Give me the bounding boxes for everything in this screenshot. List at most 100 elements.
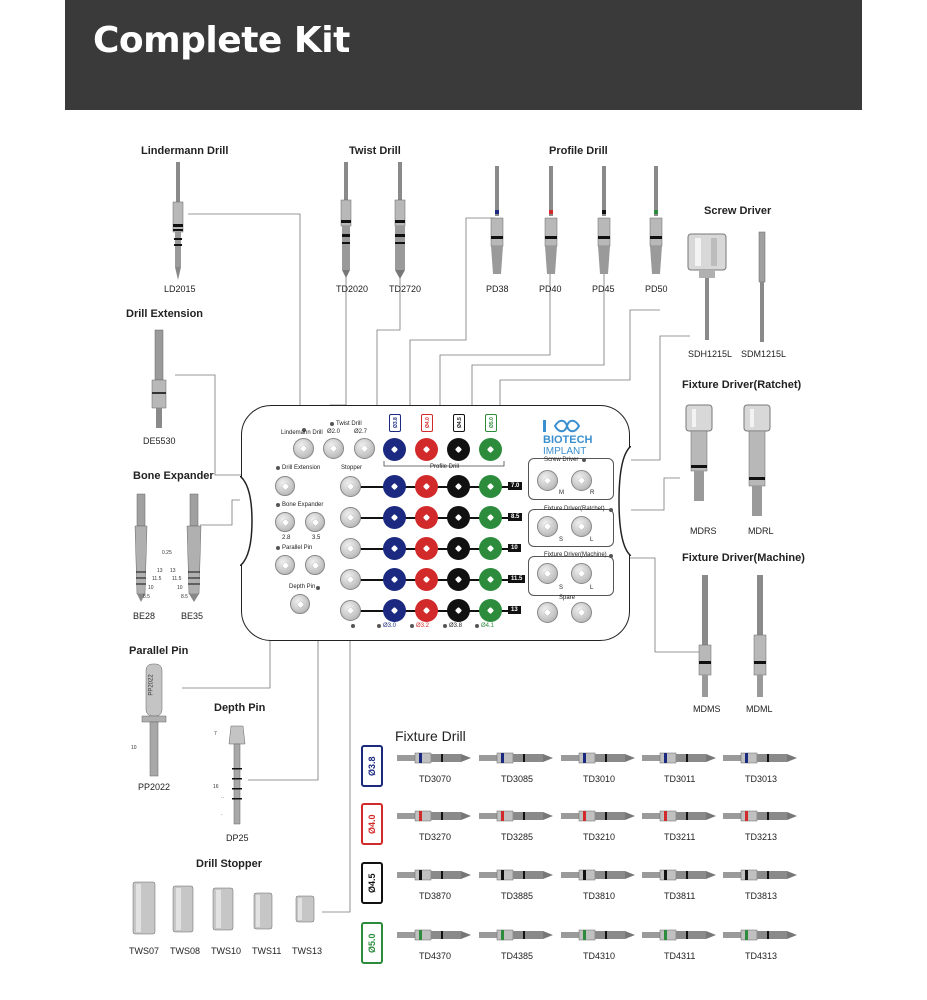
fixture-drill-illustration [397,752,471,764]
dot-stopper-bottom [351,624,355,628]
drill-stopper-tws07-illustration [132,881,156,935]
box-screw-driver [528,458,614,500]
tray-bottom-30: Ø3.0 [383,623,397,629]
code-mdms: MDMS [693,704,721,714]
drill-stopper-tws13-illustration [295,895,315,923]
fixture-driver-mdms-illustration [698,575,712,697]
fixture-drill-code: TD3010 [583,774,616,784]
slot-parallel-1 [275,555,295,575]
slot-drill-ext [275,476,295,496]
twist-drill-td2020-illustration [340,162,352,278]
tray-screw-r: R [590,490,595,496]
fixture-drill-code: TD4310 [583,951,616,961]
slot-drill-red [415,568,438,591]
tray-flag-40: Ø4.0 [421,414,433,432]
drill-stopper-tws11-illustration [253,892,273,930]
fixture-drill-illustration [723,810,797,822]
fixture-drill-illustration [561,810,635,822]
fixture-drill-illustration [479,810,553,822]
length-tag: 8.5 [508,513,523,521]
fixture-driver-mdml-illustration [753,575,767,697]
dot-depth [316,586,320,590]
slot-drill-blue [383,506,406,529]
fixture-driver-mdrl-illustration [743,404,771,516]
profile-drill-pd50-illustration [649,166,663,274]
fixture-drill-illustration [561,929,635,941]
tray-spare-label: Spare [559,595,576,601]
section-depth-pin-title: Depth Pin [214,702,266,714]
slot-bone-35 [305,512,325,532]
section-screw-driver-title: Screw Driver [704,205,772,217]
slot-machine-s [537,563,558,584]
length-tag: 11.5 [508,575,526,583]
code-ld2015: LD2015 [164,284,196,294]
slot-spare-1 [537,602,558,623]
dot-bottom-38 [377,624,381,628]
parallel-pin-illustration [141,663,167,777]
section-fixture-drill-title: Fixture Drill [395,728,466,744]
fixture-drill-code: TD3011 [664,774,696,784]
tray-flag-45: Ø4.5 [453,414,465,432]
code-tws08: TWS08 [170,946,201,956]
fixture-drill-code: TD3285 [501,832,534,842]
bone-dim-d: 8.5 [143,594,150,600]
dot-bottom-45 [443,624,447,628]
biotech-logo-icon [543,419,581,433]
tray-bone-exp-label: Bone Expander [282,502,324,508]
code-mdrs: MDRS [690,526,717,536]
fixture-drill-illustration [479,752,553,764]
fixture-drill-illustration [642,752,716,764]
fixture-drill-code: TD3213 [745,832,778,842]
code-pd40: PD40 [539,284,562,294]
slot-drill-green [479,568,502,591]
slot-profile-40 [415,438,438,461]
fixture-flag: Ø5.0 [361,922,383,964]
bone-dim-b: 11.5 [152,576,162,582]
screw-driver-sdm-illustration [758,231,766,342]
tray-bottom-32: Ø3.2 [416,623,430,629]
slot-drill-green [479,599,502,622]
slot-stopper [340,507,361,528]
length-tag: 13 [508,606,521,614]
connector-lindemann [188,213,301,428]
code-be28: BE28 [133,611,156,621]
bone-expander-be35-illustration [186,493,202,602]
depth-pin-dim-c: ·· [221,795,225,801]
slot-drill-red [415,537,438,560]
tray-ratchet-s: S [559,537,564,543]
fixture-drill-code: TD3070 [419,774,452,784]
slot-drill-green [479,537,502,560]
tray-machine-l: L [590,585,594,591]
tray-machine-label: Fixture Driver(Machine) [544,552,607,558]
fixture-drill-illustration [397,929,471,941]
tray-depth-label: Depth Pin [289,584,316,590]
fixture-drill-illustration [642,869,716,881]
tray-drill-ext-label: Drill Extension [282,465,321,471]
code-sdm1215l: SDM1215L [741,349,787,359]
slot-screw-m [537,470,558,491]
connector-stopper [322,625,351,913]
slot-screw-r [571,470,592,491]
slot-drill-black [447,506,470,529]
profile-drill-pd45-illustration [597,166,611,274]
slot-drill-black [447,599,470,622]
bone-dim-g: 10 [177,585,183,591]
code-tws10: TWS10 [211,946,242,956]
fixture-drill-illustration [479,869,553,881]
tray-profile-label: Profile Drill [430,464,460,470]
code-tws13: TWS13 [292,946,323,956]
fixture-flag: Ø3.8 [361,745,383,787]
dot-drill-ext [276,466,280,470]
slot-twist-20 [323,438,344,459]
dot-screw [582,458,586,462]
slot-drill-green [479,475,502,498]
dot-lindemann [302,428,306,432]
code-td2720: TD2720 [389,284,422,294]
section-drill-stopper-title: Drill Stopper [196,858,263,870]
fixture-drill-illustration [397,869,471,881]
fixture-drill-illustration [642,810,716,822]
slot-ratchet-l [571,516,592,537]
code-td2020: TD2020 [336,284,369,294]
dot-machine [609,554,613,558]
fixture-drill-code: TD3810 [583,891,616,901]
